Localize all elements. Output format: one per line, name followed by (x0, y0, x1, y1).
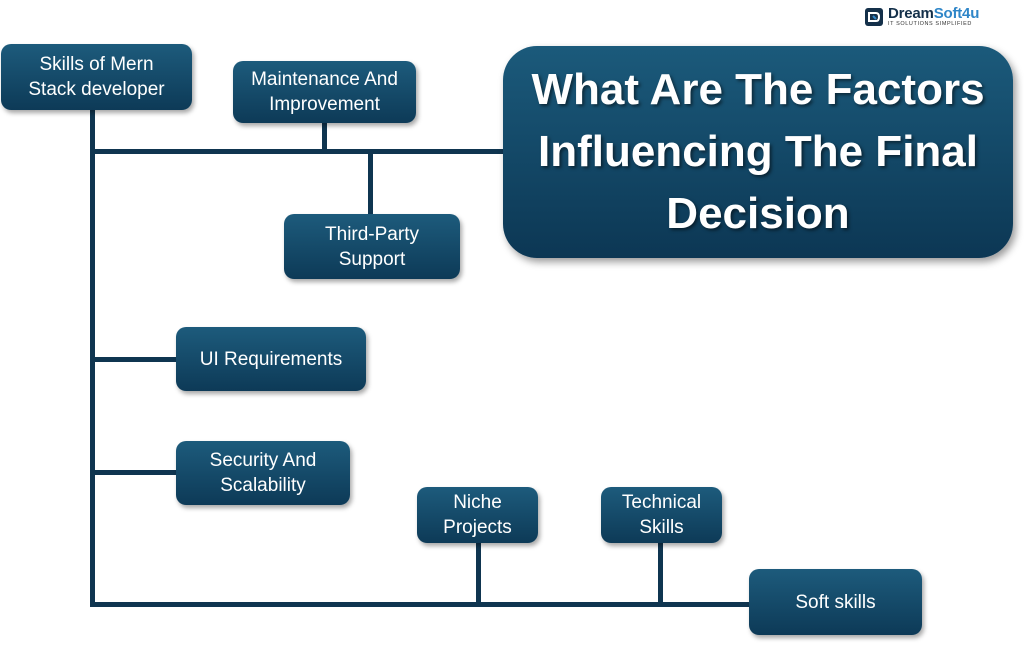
connector-bottom-horizontal (90, 602, 752, 607)
brand-name: DreamSoft4u (888, 5, 980, 23)
node-third-party: Third-Party Support (284, 214, 460, 279)
connector-third-party (368, 151, 373, 217)
connector-niche-projects (476, 540, 481, 605)
connector-technical-skills (658, 540, 663, 605)
connector-top-horizontal (90, 149, 508, 154)
node-niche-projects: Niche Projects (417, 487, 538, 543)
node-maintenance: Maintenance And Improvement (233, 61, 416, 123)
node-security: Security And Scalability (176, 441, 350, 505)
node-technical-skills: Technical Skills (601, 487, 722, 543)
connector-trunk-vertical (90, 105, 95, 607)
node-soft-skills: Soft skills (749, 569, 922, 635)
connector-ui-requirements (90, 357, 180, 362)
node-ui-requirements: UI Requirements (176, 327, 366, 391)
brand-logo: DreamSoft4u IT SOLUTIONS SIMPLIFIED (864, 4, 1014, 30)
connector-security (90, 470, 180, 475)
brand-tagline: IT SOLUTIONS SIMPLIFIED (888, 21, 972, 28)
node-skills-mern: Skills of Mern Stack developer (1, 44, 192, 110)
diagram-title: What Are The Factors Influencing The Fin… (503, 46, 1013, 258)
brand-logo-icon (865, 8, 883, 26)
connector-maintenance (322, 120, 327, 152)
